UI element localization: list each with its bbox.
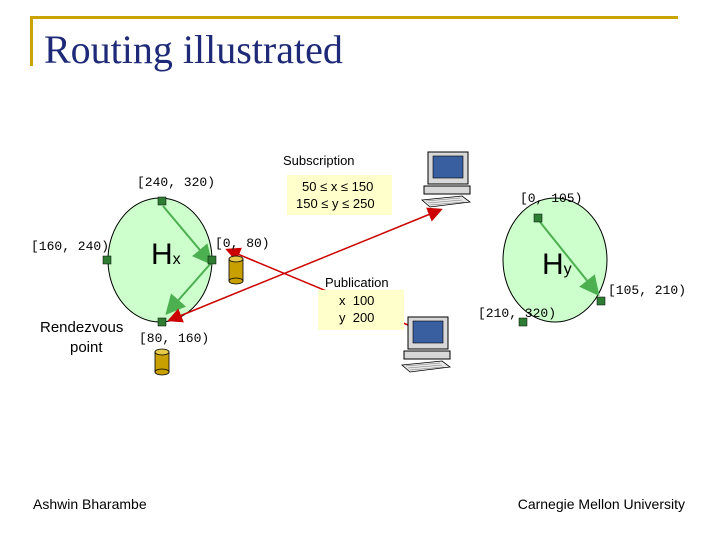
node-y-label-main: H xyxy=(542,248,564,281)
subscription-box xyxy=(287,175,392,215)
title-rule xyxy=(32,16,678,19)
subscription-line1: 50 ≤ x ≤ 150 xyxy=(302,179,374,194)
node-y-label: Hy xyxy=(542,248,572,282)
arrow-y-top-to-right xyxy=(539,221,600,297)
node-y-range-right: [105, 210) xyxy=(608,283,687,298)
computer-icon xyxy=(401,316,452,373)
rendezvous-label-line2: point xyxy=(70,339,103,356)
node-x-range-top: [240, 320) xyxy=(137,175,216,190)
rendezvous-label-line1: Rendezvous xyxy=(40,319,124,336)
title-bar-accent xyxy=(30,16,33,66)
node-y-square-top xyxy=(533,213,543,223)
database-icon xyxy=(154,348,170,376)
node-y-square-bottom xyxy=(518,317,528,327)
publication-box xyxy=(318,290,404,330)
subscription-line2: 150 ≤ y ≤ 250 xyxy=(296,196,375,211)
publication-line1: x 100 xyxy=(339,293,375,308)
footer-author: Ashwin Bharambe xyxy=(33,496,147,512)
slide-title: Routing illustrated xyxy=(44,27,343,72)
node-x-range-bottom: [80, 160) xyxy=(139,331,210,346)
node-y-square-right xyxy=(596,296,606,306)
node-y-range-top: [0, 105) xyxy=(520,191,583,206)
database-icon xyxy=(228,255,244,285)
computer-icon xyxy=(421,151,472,208)
publication-heading: Publication xyxy=(325,275,389,290)
node-x-label: Hx xyxy=(151,238,181,272)
subscription-heading: Subscription xyxy=(283,153,355,168)
node-x-square-left xyxy=(102,255,112,265)
footer-institution: Carnegie Mellon University xyxy=(517,496,685,512)
node-x-label-sub: x xyxy=(172,251,181,268)
node-x-range-right: [0, 80) xyxy=(215,236,270,251)
node-x-label-main: H xyxy=(151,238,173,271)
publication-line2: y 200 xyxy=(339,310,375,325)
arrow-subscription xyxy=(167,207,443,323)
node-x-square-bottom xyxy=(157,317,167,327)
node-y-range-bottom: [210, 320) xyxy=(478,306,557,321)
node-y-label-sub: y xyxy=(563,261,572,278)
node-x-square-right xyxy=(207,255,217,265)
node-x-range-left: [160, 240) xyxy=(31,239,110,254)
node-x-square-top xyxy=(157,196,167,206)
